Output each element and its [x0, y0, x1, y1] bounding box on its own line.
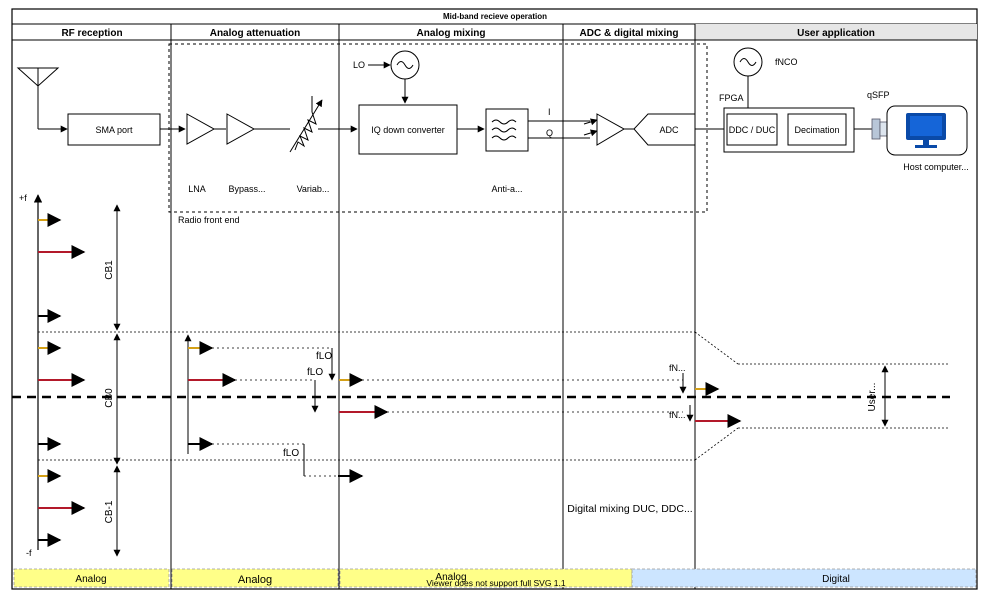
fn-label-2: fN...	[669, 410, 686, 420]
lo-label: LO	[353, 60, 365, 70]
user-band-label: User...	[867, 383, 878, 412]
attenuation-tone-arrows	[188, 341, 237, 451]
anti-alias-label: Anti-a...	[491, 184, 522, 194]
radio-front-end-label: Radio front end	[178, 215, 240, 225]
antenna-icon	[16, 67, 68, 133]
digital-bar	[631, 568, 977, 588]
decimation-label: Decimation	[794, 125, 839, 135]
digital-bar-label: Digital	[822, 574, 850, 585]
analog-bar-2	[171, 568, 339, 588]
flo-label-1: fLO	[316, 351, 332, 362]
q-channel-label: Q	[546, 128, 553, 138]
minus-f-label: -f	[26, 548, 32, 558]
radio-front-end-box	[168, 43, 708, 213]
diagram-frame	[11, 8, 978, 590]
analog-bar-1	[13, 568, 170, 588]
bypass-label: Bypass...	[228, 184, 265, 194]
lna-label: LNA	[188, 184, 206, 194]
diagram-title: Mid-band recieve operation	[443, 12, 547, 21]
qsfp-label: qSFP	[867, 90, 890, 100]
sma-port-label: SMA port	[95, 125, 133, 135]
flo-label-2: fLO	[307, 367, 323, 378]
fn-label-1: fN...	[669, 363, 686, 373]
iq-down-converter-label: IQ down converter	[371, 125, 445, 135]
variable-attenuator-label: Variab...	[297, 184, 330, 194]
qsfp-connector-icon	[854, 118, 888, 140]
monitor-icon	[906, 113, 946, 148]
lane-header-user-application: User application	[797, 28, 875, 39]
host-computer-label: Host computer...	[903, 162, 969, 172]
digital-mixing-label: Digital mixing DUC, DDC...	[567, 503, 692, 515]
i-channel-label: I	[548, 107, 551, 117]
flo-label-3: fLO	[283, 448, 299, 459]
fnco-label: fNCO	[775, 57, 798, 67]
cbm1-label: CB-1	[104, 500, 115, 523]
lna-amplifier-icon	[186, 113, 216, 145]
adc-driver-amplifier-icon	[596, 113, 626, 146]
cb1-label: CB1	[104, 260, 115, 280]
iq-down-converter-block	[358, 104, 458, 155]
viewer-note: Viewer does not support full SVG 1.1	[426, 578, 566, 588]
variable-attenuator-icon	[289, 96, 323, 153]
anti-alias-filter-icon	[485, 108, 529, 152]
sma-port-block	[67, 113, 161, 146]
fpga-label: FPGA	[719, 93, 744, 103]
user-lane-header-bg	[695, 24, 977, 40]
lane-header-analog-mixing: Analog mixing	[417, 28, 486, 39]
decimation-block	[787, 113, 847, 146]
analog-bar-3-label: Analog	[435, 572, 466, 583]
analog-bar-2-label: Analog	[238, 574, 272, 586]
plus-f-label: +f	[19, 193, 27, 203]
lane-header-adc-digital-mixing: ADC & digital mixing	[580, 28, 679, 39]
analog-bar-1-label: Analog	[75, 574, 106, 585]
lane-header-rf-reception: RF reception	[61, 28, 122, 39]
adc-label: ADC	[659, 125, 679, 135]
lane-header-analog-attenuation: Analog attenuation	[210, 28, 301, 39]
ddc-duc-label: DDC / DUC	[729, 125, 776, 135]
rf-tone-arrows	[38, 213, 86, 547]
bypass-amplifier-icon	[226, 113, 256, 145]
ddc-duc-block	[726, 113, 778, 146]
